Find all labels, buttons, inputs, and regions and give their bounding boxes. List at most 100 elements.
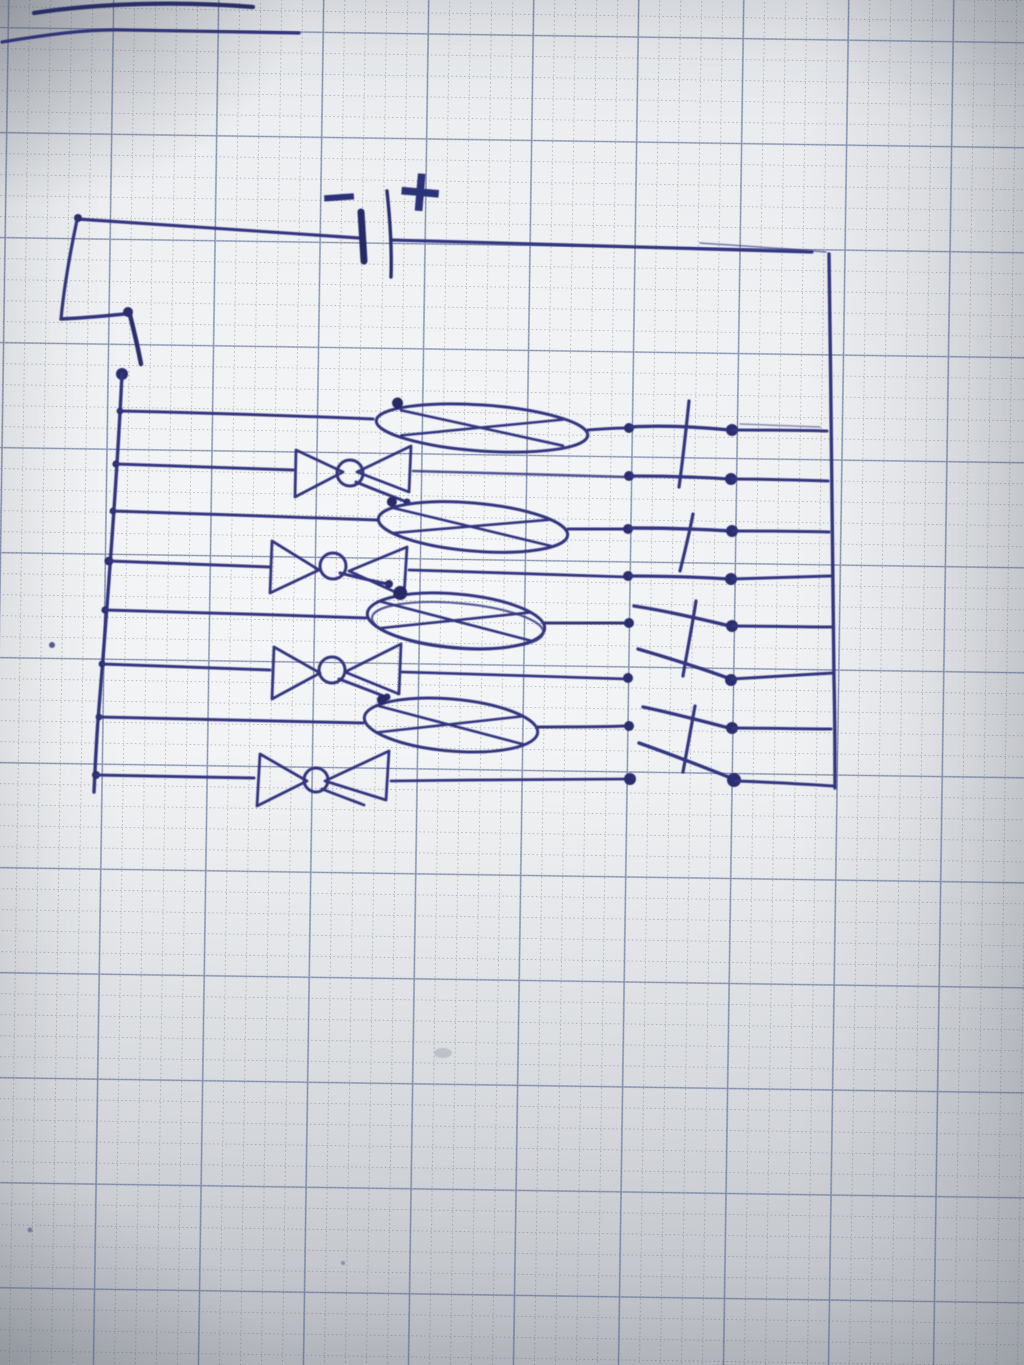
wire bbox=[118, 409, 375, 421]
switch-symbol bbox=[623, 571, 737, 585]
wire bbox=[731, 529, 831, 534]
wire bbox=[94, 773, 256, 780]
wire bbox=[111, 509, 379, 522]
branch-2-bell bbox=[114, 444, 830, 506]
switch-terminal-dot bbox=[624, 773, 636, 785]
lamp-symbol bbox=[374, 397, 590, 454]
top-wire-left bbox=[75, 217, 361, 240]
wire bbox=[100, 662, 272, 672]
wire bbox=[114, 462, 295, 472]
top-wire-double-stroke bbox=[699, 242, 827, 253]
wire bbox=[411, 469, 629, 479]
switch-lever-open bbox=[632, 604, 732, 628]
branch-5-lamp bbox=[103, 586, 833, 678]
switch-lever bbox=[629, 424, 732, 432]
switch-symbol bbox=[624, 704, 738, 774]
switch-terminal-dot bbox=[623, 673, 633, 683]
switch-terminal-dot bbox=[623, 571, 633, 581]
wire bbox=[400, 670, 629, 681]
bell-symbol bbox=[293, 444, 413, 506]
switch-symbol bbox=[624, 599, 738, 678]
wire bbox=[107, 559, 272, 569]
bell-symbol bbox=[268, 539, 409, 598]
ink-blob bbox=[385, 580, 393, 588]
lamp-symbol bbox=[365, 586, 547, 651]
ink-speck bbox=[27, 1227, 33, 1233]
branch-7-lamp bbox=[97, 694, 833, 774]
battery: − + bbox=[74, 154, 827, 279]
ink-blob bbox=[386, 496, 397, 507]
switch-cross-tick bbox=[678, 512, 695, 573]
switch-stub-wire bbox=[59, 312, 127, 321]
wire bbox=[97, 715, 365, 725]
wire bbox=[731, 428, 829, 433]
lamp-symbol bbox=[362, 694, 540, 754]
switch-lever-open bbox=[641, 705, 731, 730]
smudge bbox=[434, 1048, 452, 1058]
wire bbox=[731, 624, 833, 629]
battery-positive-plate bbox=[385, 189, 393, 279]
branch-8-bell bbox=[94, 741, 835, 808]
lamp-symbol bbox=[376, 496, 570, 554]
lamp-outline bbox=[376, 500, 570, 554]
branch-6-bell bbox=[100, 642, 835, 701]
switch-symbol bbox=[624, 741, 741, 787]
ink-blob bbox=[393, 586, 408, 601]
battery-plus-label: + bbox=[393, 154, 447, 226]
left-feed-wire bbox=[59, 218, 79, 321]
wire bbox=[536, 724, 629, 729]
switch-cross-tick bbox=[681, 704, 697, 774]
bell-gong-circle bbox=[317, 655, 347, 685]
bell-clapper bbox=[337, 677, 388, 699]
wire bbox=[103, 608, 368, 620]
switch-cross-tick bbox=[681, 599, 698, 678]
top-wire-right bbox=[389, 238, 814, 254]
wire bbox=[389, 777, 630, 783]
bell-gong-circle bbox=[318, 551, 348, 581]
wire bbox=[730, 477, 830, 483]
lamp-outline-double bbox=[370, 600, 545, 650]
bell-clapper bbox=[338, 571, 390, 586]
lamp-outline bbox=[362, 696, 540, 754]
branch-1-lamp bbox=[118, 397, 829, 489]
switch-terminal-dot bbox=[624, 471, 634, 481]
bell-right-triangle bbox=[343, 642, 403, 696]
ink-speck bbox=[341, 1261, 345, 1265]
switch-lever bbox=[629, 474, 731, 481]
switch-symbol bbox=[624, 399, 738, 489]
bell-left-triangle bbox=[255, 752, 309, 808]
bell-gong-circle bbox=[302, 766, 330, 794]
bell-clapper bbox=[320, 787, 366, 807]
lamp-cross bbox=[377, 599, 532, 642]
branch-3-lamp bbox=[111, 496, 831, 573]
bell-left-triangle bbox=[293, 448, 345, 499]
bell-left-triangle bbox=[268, 539, 321, 595]
bell-symbol bbox=[255, 749, 391, 808]
switch-symbol bbox=[623, 512, 738, 573]
bell-right-triangle bbox=[355, 444, 413, 494]
wire bbox=[407, 568, 629, 579]
lamp-cross bbox=[391, 506, 552, 548]
bell-symbol bbox=[270, 642, 403, 701]
switch-terminal-dot bbox=[624, 618, 634, 628]
switch-lever-open bbox=[637, 741, 733, 780]
lamp-outline bbox=[374, 402, 590, 454]
bell-right-triangle bbox=[323, 749, 391, 802]
ink-blob bbox=[392, 397, 404, 409]
switch-lever bbox=[628, 574, 731, 581]
switch-lever-open bbox=[636, 647, 730, 680]
stray-stroke-left bbox=[0, 28, 301, 44]
ink-speck bbox=[49, 642, 55, 648]
right-bus bbox=[827, 252, 837, 790]
switch-cross-tick bbox=[677, 399, 691, 489]
bell-right-triangle bbox=[347, 545, 409, 598]
battery-negative-plate bbox=[357, 208, 368, 265]
main-switch bbox=[59, 218, 144, 380]
wire bbox=[586, 426, 629, 432]
switch-symbol bbox=[623, 647, 737, 686]
bell-left-triangle bbox=[270, 645, 322, 701]
wire bbox=[730, 574, 833, 581]
